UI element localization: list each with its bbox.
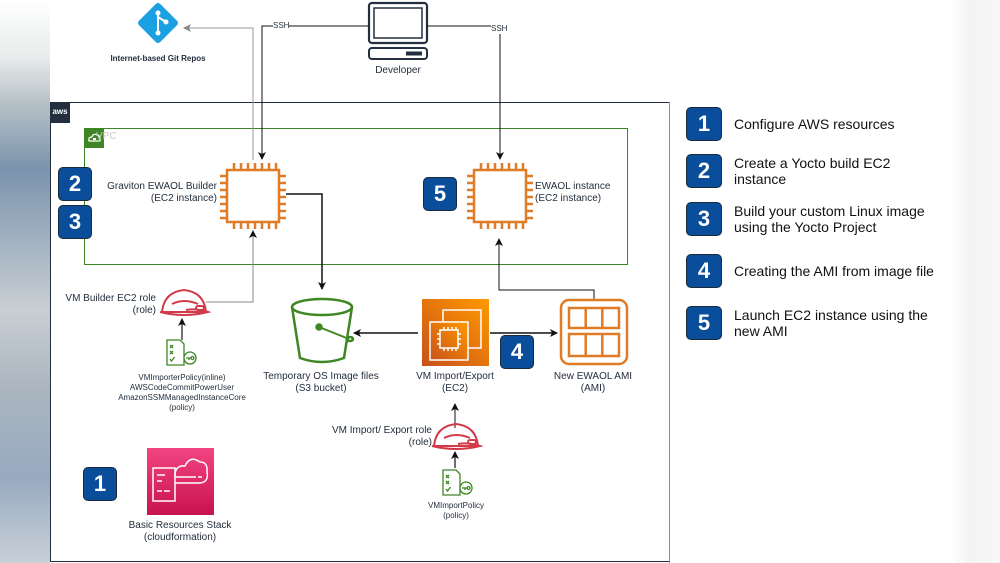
ec2-instance-icon-ewaol — [467, 163, 533, 229]
builder-subtitle: (EC2 instance) — [150, 193, 217, 204]
legend-item: 4 Creating the AMI from image file — [686, 254, 944, 288]
step-badge-5: 5 — [423, 177, 457, 211]
import-role-label: VM Import/ Export role (role) — [332, 425, 432, 449]
ssh-line-builder — [258, 25, 369, 160]
role-to-builder-line — [206, 230, 257, 303]
import-role-subtitle: (role) — [408, 437, 432, 448]
builder-role-subtitle: (role) — [132, 305, 156, 316]
ami-to-ewaol-line — [495, 238, 595, 300]
legend-badge: 4 — [686, 254, 722, 288]
builder-label: Graviton EWAOL Builder (EC2 instance) — [107, 181, 217, 205]
builder-policy-line-1: VMImporterPolicy(inline) — [138, 373, 226, 382]
builder-role-label: VM Builder EC2 role (role) — [65, 293, 156, 317]
ami-icon — [559, 298, 629, 366]
legend-badge: 2 — [686, 154, 722, 188]
background-left-blur — [0, 0, 50, 563]
step-badge-1: 1 — [83, 467, 117, 501]
step-badge-2: 2 — [58, 167, 92, 201]
s3-label: Temporary OS Image files (S3 bucket) — [263, 371, 379, 395]
developer-computer-icon — [367, 1, 429, 60]
vpc-label: VPC — [96, 131, 117, 142]
legend-badge: 1 — [686, 107, 722, 141]
legend-text: Launch EC2 instance using the new AMI — [734, 307, 928, 339]
vm-import-export-icon — [422, 299, 489, 366]
iam-role-icon-import — [431, 422, 484, 450]
ec2-instance-icon-builder — [220, 163, 286, 229]
legend-text: Configure AWS resources — [734, 116, 895, 132]
aws-cloud-tag: aws — [50, 103, 70, 123]
legend-item: 2 Create a Yocto build EC2 instance — [686, 154, 944, 188]
import-role-title: VM Import/ Export role — [331, 425, 432, 436]
vm-import-label: VM Import/Export (EC2) — [416, 371, 494, 395]
ssh-line-ewaol — [427, 25, 504, 160]
step-badge-3: 3 — [58, 205, 92, 239]
s3-bucket-icon — [290, 297, 355, 364]
iam-policy-icon-builder — [166, 339, 197, 366]
legend-text: Build your custom Linux image using the … — [734, 203, 925, 235]
builder-policy-label: VMImporterPolicy(inline) AWSCodeCommitPo… — [118, 373, 246, 413]
import-policy-title: VMImportPolicy — [427, 501, 485, 510]
iam-policy-icon-import — [442, 469, 473, 496]
cloudformation-icon — [147, 448, 214, 515]
developer-label: Developer — [375, 65, 421, 76]
legend-text: Creating the AMI from image file — [734, 263, 934, 279]
vm-import-title: VM Import/Export — [416, 371, 494, 382]
ami-label: New EWAOL AMI (AMI) — [554, 371, 632, 395]
builder-policy-line-3: AmazonSSMManagedInstanceCore — [118, 393, 246, 402]
ssh-label-left: SSH — [273, 21, 290, 31]
legend-item: 5 Launch EC2 instance using the new AMI — [686, 306, 944, 340]
step-badge-4: 4 — [500, 335, 534, 369]
import-policy-label: VMImportPolicy (policy) — [428, 501, 484, 521]
builder-to-git-line — [183, 24, 254, 160]
background-right-blur — [950, 0, 1000, 563]
aws-cloud-container — [50, 102, 670, 562]
legend-item: 1 Configure AWS resources — [686, 107, 944, 141]
builder-title: Graviton EWAOL Builder — [107, 181, 217, 192]
vm-import-subtitle: (EC2) — [441, 383, 469, 394]
legend-badge: 3 — [686, 202, 722, 236]
cloudformation-title: Basic Resources Stack — [128, 520, 232, 531]
cloudformation-label: Basic Resources Stack (cloudformation) — [129, 520, 232, 544]
legend-badge: 5 — [686, 306, 722, 340]
s3-subtitle: (S3 bucket) — [295, 383, 347, 394]
ewaol-instance-title: EWAOL instance — [535, 181, 611, 192]
ami-subtitle: (AMI) — [580, 383, 606, 394]
builder-policy-subtitle: (policy) — [169, 403, 195, 412]
builder-policy-line-2: AWSCodeCommitPowerUser — [129, 383, 235, 392]
import-policy-subtitle: (policy) — [443, 511, 469, 520]
vpc-icon — [84, 128, 104, 148]
builder-role-title: VM Builder EC2 role — [65, 293, 156, 304]
s3-title: Temporary OS Image files — [263, 371, 379, 382]
legend-item: 3 Build your custom Linux image using th… — [686, 202, 944, 236]
git-repos-label: Internet-based Git Repos — [110, 54, 206, 63]
ssh-label-right: SSH — [491, 24, 508, 34]
legend-text: Create a Yocto build EC2 instance — [734, 155, 891, 187]
ami-title: New EWAOL AMI — [553, 371, 633, 382]
builder-to-s3-line — [286, 193, 326, 290]
iam-role-icon-builder — [159, 288, 212, 316]
ewaol-instance-subtitle: (EC2 instance) — [535, 193, 602, 204]
git-icon — [138, 3, 178, 43]
cloudformation-subtitle: (cloudformation) — [143, 532, 217, 543]
ewaol-instance-label: EWAOL instance (EC2 instance) — [535, 181, 610, 205]
